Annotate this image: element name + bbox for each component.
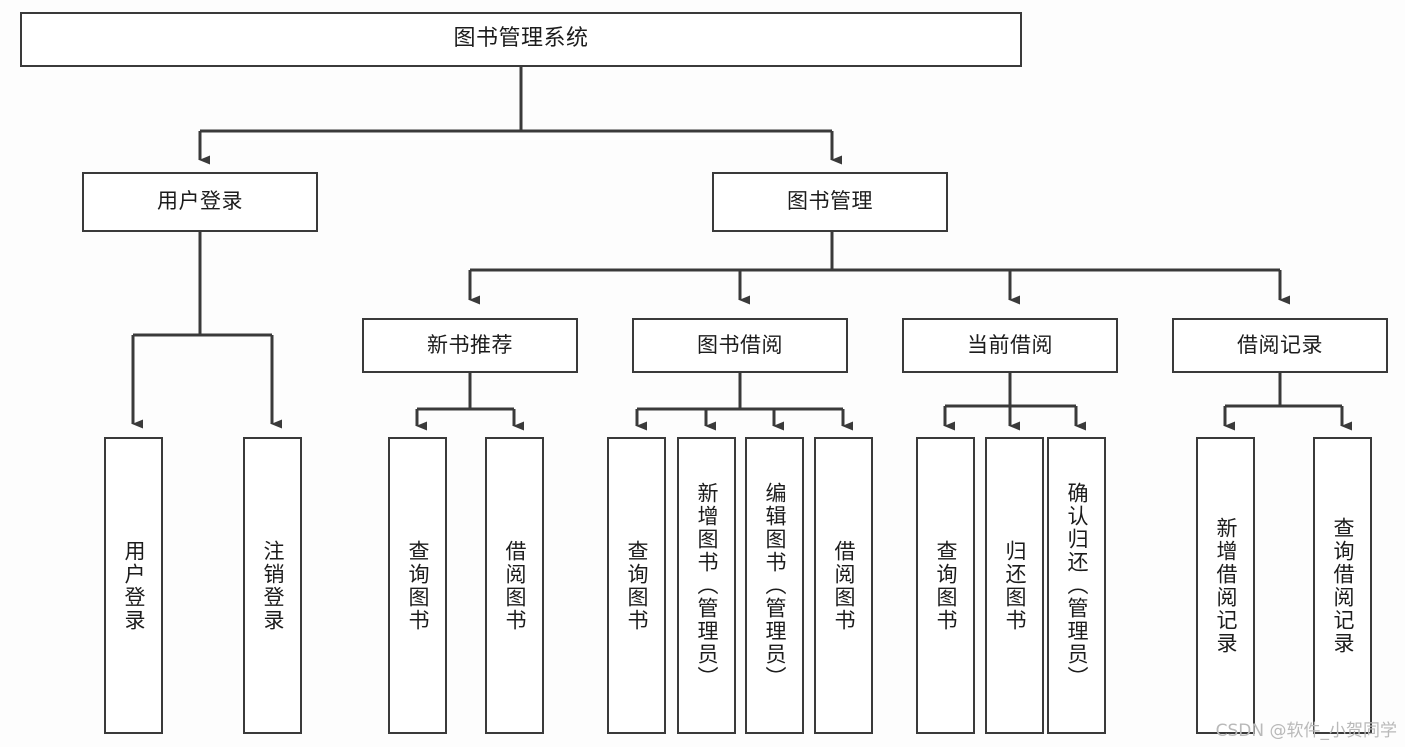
node-label: 借阅图书 xyxy=(503,539,527,632)
node-label: 用户登录 xyxy=(122,539,146,632)
leaf-edit-book-admin[interactable]: 编辑图书（管理员） xyxy=(745,437,804,734)
node-book-management[interactable]: 图书管理 xyxy=(712,172,948,232)
node-label: 图书管理 xyxy=(787,189,873,214)
leaf-user-login[interactable]: 用户登录 xyxy=(104,437,163,734)
leaf-query-book-current[interactable]: 查询图书 xyxy=(916,437,975,734)
leaf-confirm-return-admin[interactable]: 确认归还（管理员） xyxy=(1047,437,1106,734)
node-label: 图书借阅 xyxy=(697,332,783,357)
node-label: 查询图书 xyxy=(934,539,958,632)
node-label: 确认归还（管理员） xyxy=(1065,482,1089,689)
node-root-system[interactable]: 图书管理系统 xyxy=(20,12,1022,67)
node-label: 新书推荐 xyxy=(427,332,513,357)
leaf-return-book[interactable]: 归还图书 xyxy=(985,437,1044,734)
node-book-borrowing[interactable]: 图书借阅 xyxy=(632,318,848,373)
leaf-query-borrow-record[interactable]: 查询借阅记录 xyxy=(1313,437,1372,734)
node-label: 新增借阅记录 xyxy=(1214,516,1238,655)
leaf-add-borrow-record[interactable]: 新增借阅记录 xyxy=(1196,437,1255,734)
node-label: 查询图书 xyxy=(406,539,430,632)
node-label: 当前借阅 xyxy=(967,332,1053,357)
node-label: 查询图书 xyxy=(625,539,649,632)
leaf-user-logout[interactable]: 注销登录 xyxy=(243,437,302,734)
node-borrowing-record[interactable]: 借阅记录 xyxy=(1172,318,1388,373)
node-current-borrowing[interactable]: 当前借阅 xyxy=(902,318,1118,373)
leaf-add-book-admin[interactable]: 新增图书（管理员） xyxy=(677,437,736,734)
node-label: 借阅记录 xyxy=(1237,332,1323,357)
node-label: 借阅图书 xyxy=(832,539,856,632)
node-user-login[interactable]: 用户登录 xyxy=(82,172,318,232)
node-label: 新增图书（管理员） xyxy=(695,482,719,689)
leaf-borrow-book-new-book[interactable]: 借阅图书 xyxy=(485,437,544,734)
leaf-borrow-book-borrow[interactable]: 借阅图书 xyxy=(814,437,873,734)
node-label: 查询借阅记录 xyxy=(1331,516,1355,655)
node-label: 注销登录 xyxy=(261,539,285,632)
csdn-watermark: CSDN @软件_小贺同学 xyxy=(1215,721,1397,741)
node-new-book-recommendation[interactable]: 新书推荐 xyxy=(362,318,578,373)
leaf-query-book-new-book[interactable]: 查询图书 xyxy=(388,437,447,734)
node-label: 编辑图书（管理员） xyxy=(763,482,787,689)
node-label: 用户登录 xyxy=(157,189,243,214)
node-label: 归还图书 xyxy=(1003,539,1027,632)
leaf-query-book-borrow[interactable]: 查询图书 xyxy=(607,437,666,734)
node-label: 图书管理系统 xyxy=(453,26,589,52)
